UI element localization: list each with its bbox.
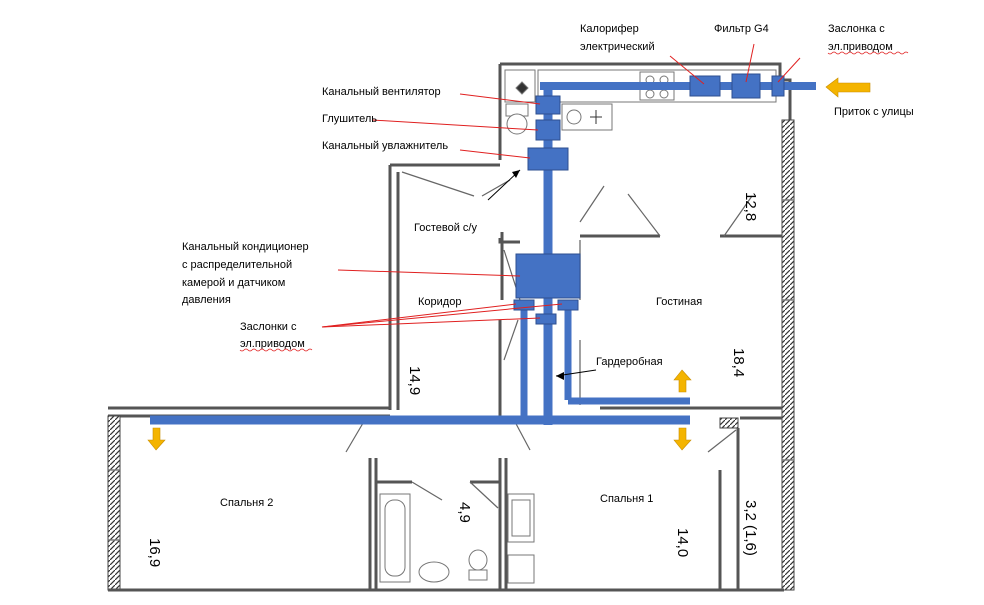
conditioner-label-line1: Канальный кондиционер	[182, 241, 309, 253]
walls	[107, 62, 795, 592]
bedroom1-label: Спальня 1	[600, 493, 653, 505]
corridor-label: Коридор	[418, 296, 461, 308]
fan-label: Канальный вентилятор	[322, 86, 441, 98]
filter-label: Фильтр G4	[714, 23, 769, 35]
conditioner-label-line4: давления	[182, 294, 231, 306]
fixtures	[108, 69, 794, 584]
corridor-area: 14,9	[406, 366, 423, 395]
damper-right	[557, 299, 579, 311]
damper-intake-label-line2: эл.приводом	[828, 41, 893, 53]
duct-network	[150, 82, 816, 425]
bathroom-area: 4,9	[456, 502, 473, 523]
pointers	[321, 43, 801, 380]
humidifier-label: Канальный увлажнитель	[322, 140, 448, 152]
silencer-unit	[535, 119, 561, 141]
bedroom2-area: 16,9	[146, 538, 163, 567]
filter-g4-unit	[731, 73, 761, 99]
airflow-arrow-icon	[825, 77, 871, 98]
airflow-arrow-icon	[673, 369, 692, 393]
damper-middle	[535, 313, 557, 325]
dampers-label-line1: Заслонки с	[240, 321, 297, 333]
airflow-arrow-icon	[673, 427, 692, 451]
bedroom2-label: Спальня 2	[220, 497, 273, 509]
living-area: 18,4	[730, 348, 747, 377]
guest-wc-label: Гостевой с/у	[414, 222, 477, 234]
airflow-arrow-icon	[147, 427, 166, 451]
conditioner-unit	[515, 253, 581, 299]
wardrobe-label: Гардеробная	[596, 356, 663, 368]
conditioner-label-line2: с распределительной	[182, 259, 292, 271]
damper-intake-label-line1: Заслонка с	[828, 23, 885, 35]
bedroom1-area: 14,0	[674, 528, 691, 557]
bathtub-icon	[379, 493, 411, 583]
heater-unit	[689, 75, 721, 97]
humidifier-unit	[527, 147, 569, 171]
damper-left	[513, 299, 535, 311]
supply-label: Приток с улицы	[834, 106, 914, 118]
living-label: Гостиная	[656, 296, 702, 308]
duct-fan-unit	[535, 95, 561, 115]
labels: Калорифер электрический Фильтр G4 Заслон…	[146, 23, 914, 567]
toilet-icon	[468, 549, 488, 581]
dampers-label-line2: эл.приводом	[240, 338, 305, 350]
heater-label-line1: Калорифер	[580, 23, 639, 35]
silencer-label: Глушитель	[322, 113, 377, 125]
sink-icon	[566, 109, 582, 125]
intake-damper	[771, 75, 785, 97]
heater-label-line2: электрический	[580, 41, 655, 53]
conditioner-label-line3: камерой и датчиком	[182, 277, 285, 289]
balcony-area: 3,2 (1,6)	[742, 500, 759, 556]
kitchen-area: 12,8	[742, 192, 759, 221]
